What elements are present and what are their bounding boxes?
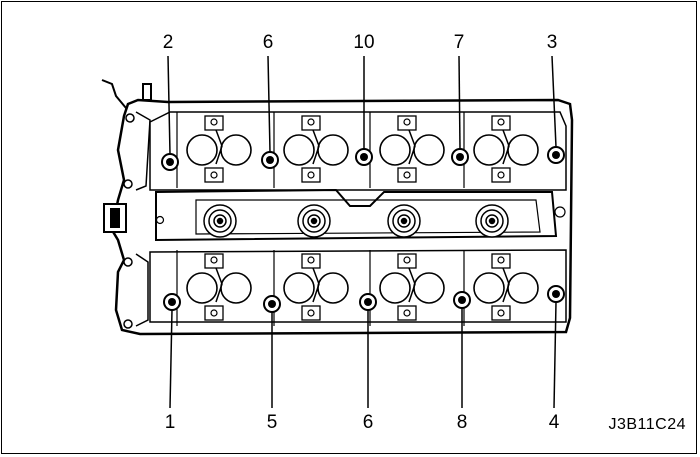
bolt-head [266, 156, 274, 164]
leader-lines [167, 55, 557, 409]
valve-lobe [507, 134, 539, 166]
bolt-label-bottom-3: 6 [363, 412, 374, 433]
bolt-head [456, 153, 464, 161]
mount-hole [123, 319, 133, 329]
cap-hole [497, 118, 505, 126]
bolt-head [166, 158, 174, 166]
channel-hole [155, 215, 165, 225]
cap-hole [497, 309, 505, 317]
bolt-head [168, 298, 176, 306]
cap-hole [307, 256, 315, 264]
valve-lobe [186, 134, 218, 166]
valve-lobe [473, 134, 505, 166]
bolt-label-top-4: 7 [454, 32, 465, 53]
bolt-label-top-1: 2 [163, 32, 174, 53]
valve-lobe [220, 134, 252, 166]
cap-hole [307, 171, 315, 179]
valve-lobe [413, 134, 445, 166]
lobe-divider [215, 129, 223, 165]
leader-line [458, 55, 461, 150]
channel-inner [195, 199, 541, 235]
spark-plug-bore [216, 217, 224, 225]
valve-lobe [413, 272, 445, 304]
valve-lobe [220, 272, 252, 304]
connector-pins [110, 208, 120, 228]
bolt-head [268, 300, 276, 308]
cap-hole [210, 118, 218, 126]
cap-hole [497, 171, 505, 179]
leader-line [167, 55, 171, 155]
cap-hole [403, 171, 411, 179]
leader-line [553, 301, 557, 409]
valve-lobe [379, 134, 411, 166]
leader-line [551, 55, 557, 148]
bolt-head [360, 153, 368, 161]
head-bolts [161, 146, 565, 313]
top-stud [142, 83, 152, 101]
cap-hole [403, 256, 411, 264]
leader-line [267, 55, 271, 153]
cap-hole [403, 118, 411, 126]
bolt-label-top-3: 10 [353, 32, 374, 53]
bolt-head [552, 151, 560, 159]
lobe-divider [502, 129, 510, 165]
cap-hole [403, 309, 411, 317]
valve-lobe [317, 272, 349, 304]
cap-hole [307, 118, 315, 126]
valve-lobe [317, 134, 349, 166]
cap-hole [210, 256, 218, 264]
bolt-label-bottom-1: 1 [165, 412, 176, 433]
lobe-divider [408, 129, 416, 165]
bolt-head [364, 298, 372, 306]
spark-plug-bores [203, 204, 509, 238]
left-casting-edge-bottom [135, 253, 149, 327]
lobe-divider [312, 267, 320, 303]
bolt-head [458, 296, 466, 304]
bolt-label-bottom-4: 8 [457, 412, 468, 433]
channel-hole [554, 206, 566, 218]
bolt-head [552, 290, 560, 298]
valve-lobe [379, 272, 411, 304]
cap-hole [497, 256, 505, 264]
valve-lobe [507, 272, 539, 304]
center-channel [155, 188, 558, 242]
valve-lobe [283, 134, 315, 166]
mount-hole [123, 179, 133, 189]
spark-plug-bore [400, 217, 408, 225]
lobe-divider [312, 129, 320, 165]
bolt-label-bottom-2: 5 [267, 412, 278, 433]
lobe-divider [408, 267, 416, 303]
valve-lobe [473, 272, 505, 304]
bolt-label-top-5: 3 [547, 32, 558, 53]
valve-lobe [283, 272, 315, 304]
valve-lobe [186, 272, 218, 304]
cap-hole [210, 171, 218, 179]
left-casting-edge-top [135, 111, 151, 191]
lobe-divider [215, 267, 223, 303]
bolt-label-top-2: 6 [263, 32, 274, 53]
cap-hole [307, 309, 315, 317]
wire-lead [101, 79, 127, 109]
bolt-label-bottom-5: 4 [549, 412, 560, 433]
cap-hole [210, 309, 218, 317]
mount-hole [123, 257, 133, 267]
lobe-divider [502, 267, 510, 303]
figure-code: J3B11C24 [608, 416, 686, 433]
leader-line [169, 309, 173, 409]
spark-plug-bore [488, 217, 496, 225]
spark-plug-bore [310, 217, 318, 225]
mount-hole [125, 113, 135, 123]
